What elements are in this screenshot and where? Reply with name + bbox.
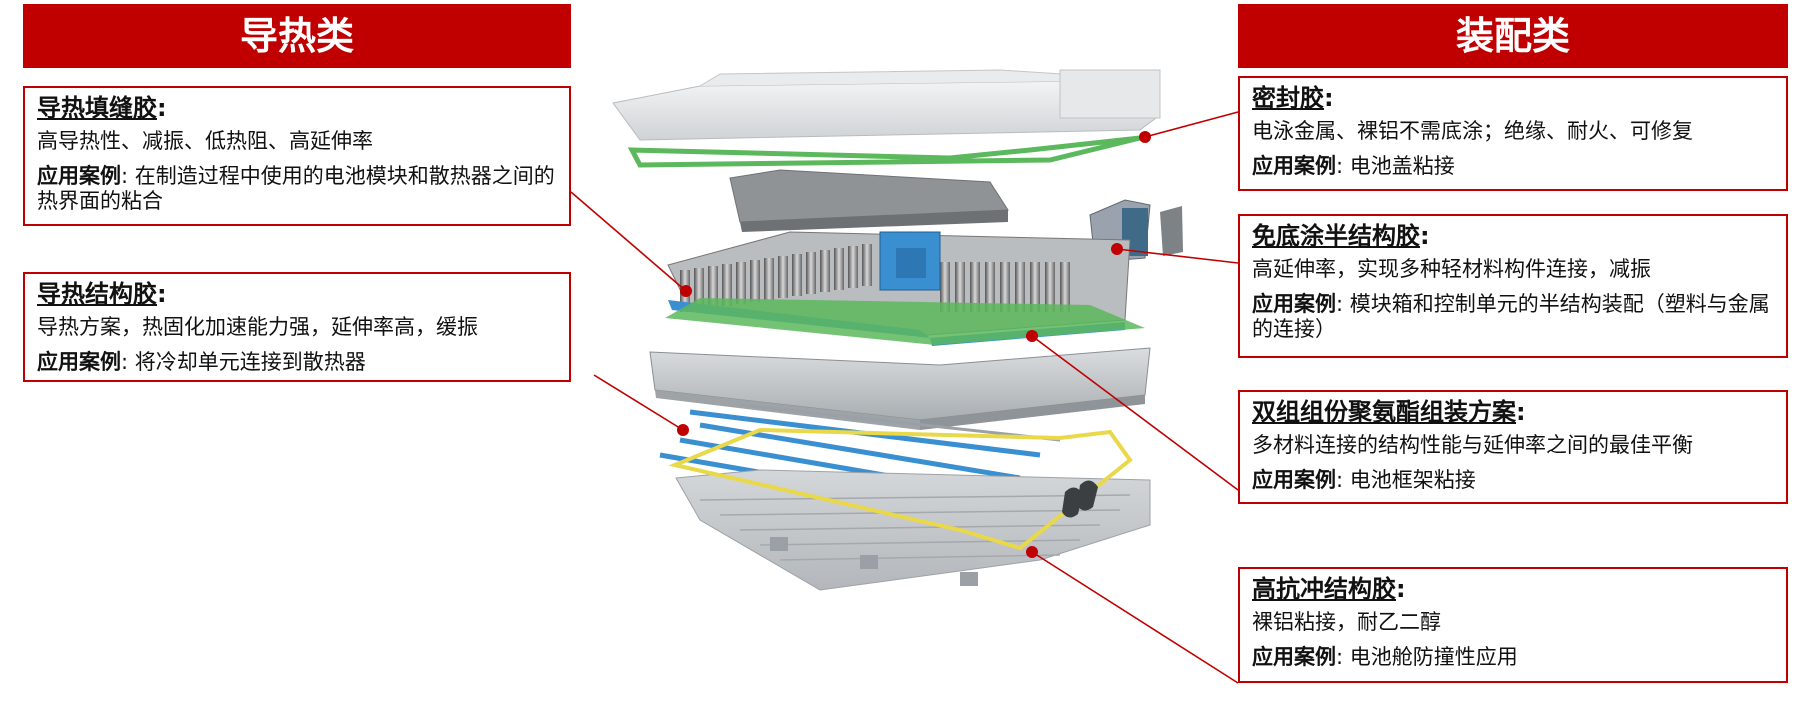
card-properties: 高延伸率，实现多种轻材料构件连接，减振: [1252, 257, 1651, 281]
card-properties: 电泳金属、裸铝不需底涂；绝缘、耐火、可修复: [1252, 119, 1693, 143]
right-category-header: 装配类: [1238, 4, 1788, 68]
application-text: : 模块箱和控制单元的半结构装配（塑料与金属的连接）: [1252, 292, 1770, 341]
top-bracket: [729, 169, 1009, 232]
application-label: 应用案例: [37, 350, 121, 374]
leader-lines: [570, 111, 1239, 684]
gap-filler-layer: [665, 298, 1145, 345]
application-text: : 在制造过程中使用的电池模块和散热器之间的热界面的粘合: [37, 164, 555, 213]
sealant-bead: [627, 135, 1141, 168]
card-properties: 裸铝粘接，耐乙二醇: [1252, 610, 1441, 634]
card-title: 高抗冲结构胶: [1252, 575, 1396, 603]
card-application: 应用案例: 电池舱防撞性应用: [1252, 645, 1774, 670]
application-text: : 电池框架粘接: [1336, 468, 1476, 492]
card-title: 导热结构胶: [37, 280, 157, 308]
card-pu-assembly: 双组组份聚氨酯组装方案: 多材料连接的结构性能与延伸率之间的最佳平衡 应用案例:…: [1238, 390, 1788, 504]
card-thermal-gap-filler: 导热填缝胶: 高导热性、减振、低热阻、高延伸率 应用案例: 在制造过程中使用的电…: [23, 86, 571, 226]
card-title: 免底涂半结构胶: [1252, 222, 1420, 250]
coolant-hoses: [1062, 480, 1098, 518]
leader-dots: [677, 131, 1151, 558]
application-text: : 电池舱防撞性应用: [1336, 645, 1518, 669]
card-properties: 导热方案，热固化加速能力强，延伸率高，缓振: [37, 315, 478, 339]
card-title: 密封胶: [1252, 84, 1324, 112]
application-label: 应用案例: [1252, 645, 1336, 669]
card-application: 应用案例: 电池盖粘接: [1252, 154, 1774, 179]
base-plate: [675, 469, 1151, 591]
application-label: 应用案例: [1252, 154, 1336, 178]
application-label: 应用案例: [1252, 468, 1336, 492]
application-text: : 将冷却单元连接到散热器: [121, 350, 366, 374]
card-title: 导热填缝胶: [37, 94, 157, 122]
application-label: 应用案例: [1252, 292, 1336, 316]
card-properties: 多材料连接的结构性能与延伸率之间的最佳平衡: [1252, 433, 1693, 457]
application-label: 应用案例: [37, 164, 121, 188]
card-title: 双组组份聚氨酯组装方案: [1252, 398, 1516, 426]
card-sealant: 密封胶: 电泳金属、裸铝不需底涂；绝缘、耐火、可修复 应用案例: 电池盖粘接: [1238, 76, 1788, 191]
card-thermal-structural-adhesive: 导热结构胶: 导热方案，热固化加速能力强，延伸率高，缓振 应用案例: 将冷却单元…: [23, 272, 571, 382]
battery-lid: [612, 69, 1161, 141]
card-application: 应用案例: 在制造过程中使用的电池模块和散热器之间的热界面的粘合: [37, 164, 557, 214]
left-category-header: 导热类: [23, 4, 571, 68]
impact-adhesive-bead: [668, 427, 1133, 551]
card-impact-structural: 高抗冲结构胶: 裸铝粘接，耐乙二醇 应用案例: 电池舱防撞性应用: [1238, 567, 1788, 683]
card-primerless-semi-structural: 免底涂半结构胶: 高延伸率，实现多种轻材料构件连接，减振 应用案例: 模块箱和控…: [1238, 214, 1788, 358]
card-properties: 高导热性、减振、低热阻、高延伸率: [37, 129, 373, 153]
card-application: 应用案例: 电池框架粘接: [1252, 468, 1774, 493]
card-application: 应用案例: 将冷却单元连接到散热器: [37, 350, 557, 375]
card-application: 应用案例: 模块箱和控制单元的半结构装配（塑料与金属的连接）: [1252, 292, 1774, 342]
application-text: : 电池盖粘接: [1336, 154, 1455, 178]
